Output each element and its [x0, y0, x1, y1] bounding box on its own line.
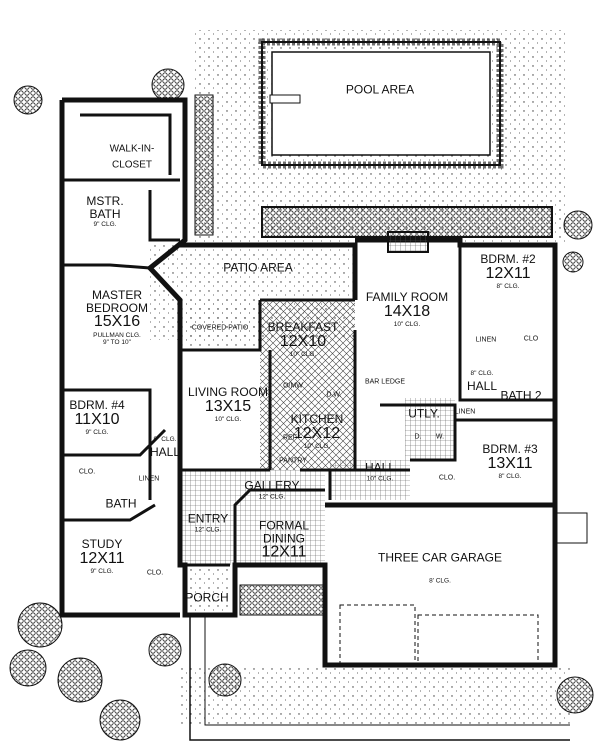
patio-area-label: PATIO AREA [223, 260, 293, 275]
planter [194, 94, 214, 236]
bath-2-label: BATH 2 [500, 388, 542, 403]
linen-label: LINEN [138, 475, 160, 483]
walk-in-closet-label: WALK-IN-CLOSET [109, 143, 155, 170]
closet-label: CLO. [438, 474, 456, 482]
covered-patio-label: COVERED PATIO [191, 324, 249, 332]
interior-walls [62, 113, 555, 567]
refrigerator-label: REF [283, 434, 297, 442]
garage-doors [339, 604, 539, 666]
linen-label: LINEN [454, 408, 476, 416]
bar-ledge-label: BAR LEDGE [364, 378, 406, 386]
pool [258, 38, 504, 169]
hall-left-label: 9" CLG.HALL [149, 436, 181, 460]
fireplace [387, 231, 429, 253]
linen-label: LINEN [475, 336, 497, 344]
shrubs [9, 68, 594, 741]
closet-label: CLO [523, 335, 539, 343]
dishwasher-label: D.W. [326, 391, 342, 399]
bath-label: BATH [105, 496, 137, 511]
closet-label: CLO. [78, 468, 96, 476]
porch-label: PORCH [185, 590, 229, 605]
utility-label: UTLY. [408, 406, 440, 421]
pantry-label: PANTRY [279, 457, 307, 465]
pool-area-label: POOL AREA [345, 82, 415, 97]
garage-side-door [554, 512, 588, 544]
dryer-label: D. [414, 433, 422, 441]
hall-right-label: 8" CLG.HALL [466, 370, 498, 394]
closet-label: CLO. [146, 569, 164, 577]
washer-label: W. [435, 433, 445, 441]
oven-microwave-label: O/MW [283, 382, 303, 390]
planter [239, 584, 326, 616]
